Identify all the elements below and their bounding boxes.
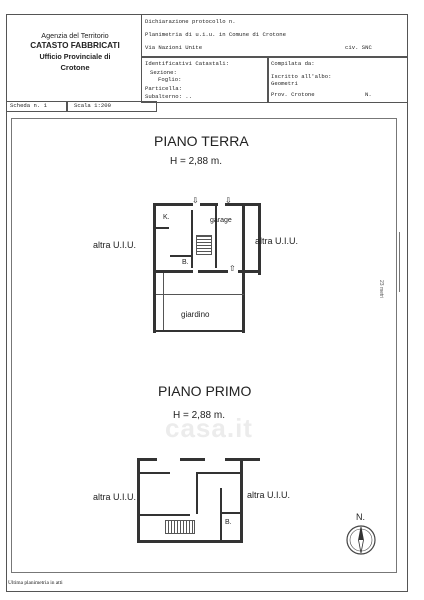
gf-left-wall: [153, 203, 156, 333]
gf-left-uiu: altra U.I.U.: [93, 240, 137, 250]
scheda-label: Scheda n. 1: [10, 102, 47, 109]
header-box-declaration: [141, 14, 408, 58]
agency-line2: CATASTO FABBRICATI: [30, 41, 120, 50]
ff-wall-h4: [220, 512, 242, 514]
ff-right-uiu: altra U.I.U.: [247, 490, 291, 500]
prov-label: Prov. Crotone: [271, 91, 315, 98]
ground-floor-title: PIANO TERRA: [154, 133, 249, 149]
ff-left-uiu: altra U.I.U.: [93, 492, 137, 502]
subordinate-label: Subalterno: ..: [145, 93, 192, 100]
gf-top-wall-mid: [200, 203, 218, 206]
ff-bottom-wall: [137, 540, 243, 543]
first-floor-height: H = 2,88 m.: [173, 410, 225, 421]
agency-line4: Crotone: [60, 63, 90, 72]
gf-entry-arrow-3: ⇧: [229, 264, 236, 273]
gf-right-wall: [242, 203, 245, 333]
gf-bath-top: [170, 255, 193, 257]
gf-garden-top: [156, 294, 244, 295]
protocol-label: Dichiarazione protocollo n.: [145, 18, 236, 25]
section-label: Sezione:: [150, 69, 177, 76]
compass-icon: [345, 524, 377, 556]
gf-bottom-wall: [153, 330, 245, 332]
gf-garden-left: [163, 273, 164, 330]
margin-mark: [399, 232, 400, 292]
agency-line3: Ufficio Provinciale di: [39, 52, 111, 61]
profession-label: Geometri: [271, 80, 298, 87]
gf-stairs: [196, 235, 212, 255]
gf-entry-arrow-2: ⇩: [225, 196, 232, 205]
ff-wall-h3: [140, 514, 190, 516]
ff-wall-h2: [198, 472, 242, 474]
registered-label: Iscritto all'albo:: [271, 73, 332, 80]
header-box-scheda: [6, 101, 68, 112]
gf-garden-label: giardino: [181, 310, 210, 319]
number-label: N.: [365, 91, 372, 98]
margin-text: 23 metri: [378, 280, 384, 299]
gf-bath-label: B.: [182, 259, 189, 266]
drawing-frame: [11, 118, 397, 573]
ground-floor-height: H = 2,88 m.: [170, 156, 222, 167]
ff-right-wall: [240, 458, 243, 543]
ff-wall-v2: [220, 488, 222, 540]
gf-house-bottom2: [198, 270, 228, 273]
agency-line1: Agenzia del Territorio: [41, 31, 109, 40]
gf-house-bottom: [153, 270, 193, 273]
sheet-label: Foglio:: [158, 76, 182, 83]
plan-label: Planimetria di u.i.u. in Comune di Croto…: [145, 31, 286, 38]
gf-right-uiu: altra U.I.U.: [255, 236, 299, 246]
address-label: Via Nazioni Unite: [145, 44, 203, 51]
header-box-cadastral: [141, 56, 269, 103]
ff-top-wall-3: [225, 458, 260, 461]
ff-wall-v1: [196, 472, 198, 514]
gf-entry-arrow-1: ⇩: [192, 196, 199, 205]
ff-top-wall-1: [137, 458, 157, 461]
ff-stairs: [165, 520, 195, 534]
parcel-label: Particella:: [145, 85, 182, 92]
cadastral-title: Identificativi Catastali:: [145, 60, 229, 67]
scale-label: Scala 1:200: [74, 102, 111, 109]
compass-north-label: N.: [356, 512, 365, 522]
gf-kitchen-label: K.: [163, 214, 170, 221]
ff-top-wall-2: [180, 458, 205, 461]
watermark: casa.it: [165, 413, 253, 443]
civ-label: civ. SNC: [345, 44, 372, 51]
gf-inner-wall-v2: [215, 206, 217, 268]
compiled-title: Compilata da:: [271, 60, 315, 67]
gf-top-wall-left: [153, 203, 193, 206]
header-box-scale: [66, 101, 157, 112]
footer-note: Ultima planimetria in atti: [8, 580, 63, 586]
gf-garage-right: [258, 203, 261, 275]
gf-kitchen-bottom: [155, 227, 169, 229]
gf-garage-label: garage: [210, 217, 232, 224]
ff-wall-h1: [140, 472, 170, 474]
gf-inner-wall-v: [191, 210, 193, 268]
gf-garage-top: [225, 203, 260, 206]
gf-house-bottom3: [238, 270, 261, 273]
first-floor-title: PIANO PRIMO: [158, 383, 252, 399]
ff-bath-label: B.: [225, 519, 232, 526]
ff-left-wall: [137, 458, 140, 543]
header-box-compiled: [267, 56, 408, 103]
